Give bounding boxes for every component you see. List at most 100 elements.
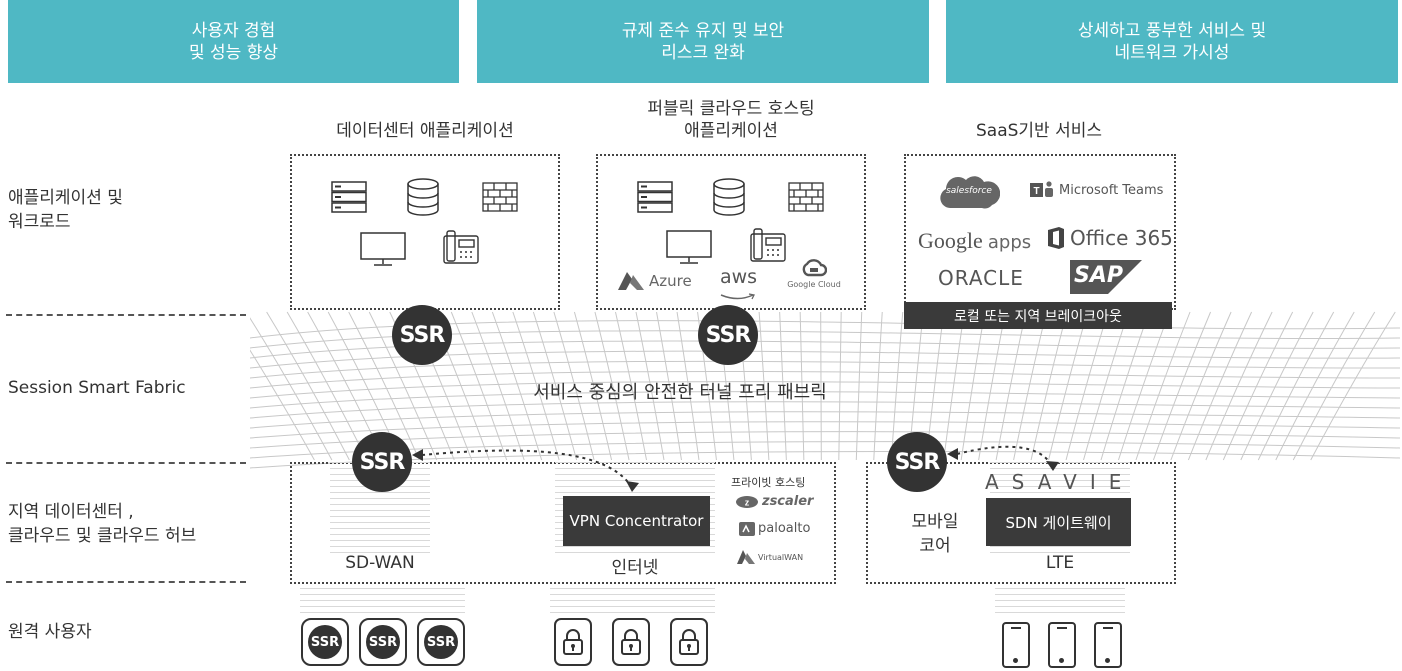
local-breakout-bar: 로컬 또는 지역 브레이크아웃 xyxy=(904,302,1172,329)
aws-smile-icon xyxy=(720,293,755,300)
server-icon xyxy=(331,181,367,213)
banner-line-1: 사용자 경험 xyxy=(191,20,276,41)
lock-icon xyxy=(563,629,583,655)
microsoft-teams-logo: T Microsoft Teams xyxy=(1030,180,1163,200)
separator-2 xyxy=(6,462,246,464)
remote-ssr-device[interactable]: SSR xyxy=(359,618,407,666)
vpn-concentrator-box: VPN Concentrator xyxy=(563,496,710,546)
mobile-phone-icon[interactable] xyxy=(1094,622,1122,668)
ssr-label: SSR xyxy=(399,322,446,348)
remote-lte-lines xyxy=(995,588,1125,618)
teams-label: Microsoft Teams xyxy=(1059,182,1164,198)
remote-vpn-client[interactable] xyxy=(670,618,708,666)
office365-logo: Office 365 xyxy=(1046,226,1173,250)
banner-line-2: 리스크 완화 xyxy=(661,42,745,63)
banner-visibility: 상세하고 풍부한 서비스 및 네트워크 가시성 xyxy=(946,0,1398,83)
ssr-label: SSR xyxy=(359,449,406,475)
zscaler-logo: z zscaler xyxy=(735,494,813,509)
banner-compliance: 규제 준수 유지 및 보안 리스크 완화 xyxy=(477,0,929,83)
zscaler-icon: z xyxy=(736,495,758,508)
desk-phone-icon xyxy=(443,230,479,264)
firewall-icon xyxy=(788,182,824,212)
section-title-saas: SaaS기반 서비스 xyxy=(975,121,1103,141)
google-label: Google xyxy=(918,228,983,253)
banner-line-1: 규제 준수 유지 및 보안 xyxy=(621,20,785,41)
remote-ssr-device[interactable]: SSR xyxy=(301,618,349,666)
sdwan-label: SD-WAN xyxy=(320,553,440,573)
paloalto-icon xyxy=(739,521,755,536)
row-label-regional: 지역 데이터센터 , 클라우드 및 클라우드 허브 xyxy=(8,500,196,548)
server-icon xyxy=(637,181,673,213)
ssr-label: SSR xyxy=(705,322,752,348)
azure-icon xyxy=(618,272,644,290)
internet-label: 인터넷 xyxy=(580,553,690,578)
office-label: Office 365 xyxy=(1070,226,1173,250)
sap-shape-icon xyxy=(1070,260,1142,294)
office-icon xyxy=(1048,227,1064,249)
aws-logo: aws xyxy=(720,268,757,305)
salesforce-label: salesforce xyxy=(946,186,992,196)
banner-line-2: 네트워크 가시성 xyxy=(1114,42,1230,63)
virtualwan-logo: VirtualWAN xyxy=(737,550,803,564)
ssr-label: SSR xyxy=(424,625,458,659)
ssr-router-mobile[interactable]: SSR xyxy=(887,432,947,492)
apps-label: apps xyxy=(987,232,1032,253)
lock-icon xyxy=(679,629,699,655)
google-apps-logo: Google apps xyxy=(918,228,1031,254)
asavie-logo: ASAVIE xyxy=(985,470,1135,494)
zscaler-label: zscaler xyxy=(762,494,814,509)
mobile-core-label: 모바일 코어 xyxy=(900,510,970,558)
teams-icon: T xyxy=(1030,181,1053,197)
monitor-icon xyxy=(360,232,406,266)
svg-text:T: T xyxy=(1033,186,1039,197)
dotted-arrow-regional xyxy=(412,449,639,492)
mobile-core-line1: 모바일 xyxy=(911,512,959,532)
sdn-gateway-box: SDN 게이트웨이 xyxy=(986,498,1131,546)
database-icon xyxy=(407,178,439,216)
ssr-router-public-cloud[interactable]: SSR xyxy=(698,305,758,365)
remote-ssr-device[interactable]: SSR xyxy=(417,618,465,666)
virtualwan-label: VirtualWAN xyxy=(758,552,804,562)
google-cloud-logo: Google Cloud xyxy=(786,258,842,289)
row-label-apps: 애플리케이션 및 워크로드 xyxy=(8,186,123,234)
remote-sdwan-lines xyxy=(300,588,465,618)
ssr-label: SSR xyxy=(894,449,941,475)
row-label-apps-line1: 애플리케이션 및 xyxy=(8,188,123,208)
sap-label: SAP xyxy=(1074,263,1123,288)
firewall-icon xyxy=(482,182,518,212)
remote-vpn-client[interactable] xyxy=(554,618,592,666)
remote-internet-lines xyxy=(550,588,715,618)
desk-phone-icon xyxy=(750,228,786,262)
ssr-router-regional[interactable]: SSR xyxy=(352,432,412,492)
ssr-label: SSR xyxy=(308,625,342,659)
mobile-core-line2: 코어 xyxy=(919,536,951,556)
fabric-caption: 서비스 중심의 안전한 터널 프리 패브릭 xyxy=(533,382,827,403)
azure-logo: Azure xyxy=(617,271,692,291)
banner-user-experience: 사용자 경험 및 성능 향상 xyxy=(8,0,459,83)
google-cloud-icon xyxy=(802,259,828,277)
remote-vpn-client[interactable] xyxy=(612,618,650,666)
ssr-label: SSR xyxy=(366,625,400,659)
banner-line-1: 상세하고 풍부한 서비스 및 xyxy=(1077,20,1267,41)
salesforce-cloud-icon xyxy=(940,176,1000,209)
row-label-remote: 원격 사용자 xyxy=(8,622,92,642)
lte-label: LTE xyxy=(1020,553,1100,573)
sap-logo: SAP xyxy=(1070,260,1142,294)
section-title-public-cloud-line2: 애플리케이션 xyxy=(684,121,778,141)
virtualwan-icon xyxy=(737,550,755,564)
section-title-public-cloud: 퍼블릭 클라우드 호스팅 애플리케이션 xyxy=(596,98,866,142)
separator-3 xyxy=(6,581,246,583)
row-label-regional-line2: 클라우드 및 클라우드 허브 xyxy=(8,526,197,546)
google-cloud-label: Google Cloud xyxy=(787,280,841,289)
section-title-datacenter: 데이터센터 애플리케이션 xyxy=(336,121,514,141)
ssr-router-datacenter[interactable]: SSR xyxy=(392,305,452,365)
oracle-logo: ORACLE xyxy=(938,266,1024,290)
dotted-arrow-mobile xyxy=(947,445,1059,471)
paloalto-logo: paloalto xyxy=(739,521,810,536)
separator-1 xyxy=(6,314,246,316)
mobile-phone-icon[interactable] xyxy=(1002,622,1030,668)
mobile-phone-icon[interactable] xyxy=(1048,622,1076,668)
azure-label: Azure xyxy=(649,272,692,290)
svg-text:z: z xyxy=(745,497,750,507)
row-label-fabric: Session Smart Fabric xyxy=(8,378,186,398)
